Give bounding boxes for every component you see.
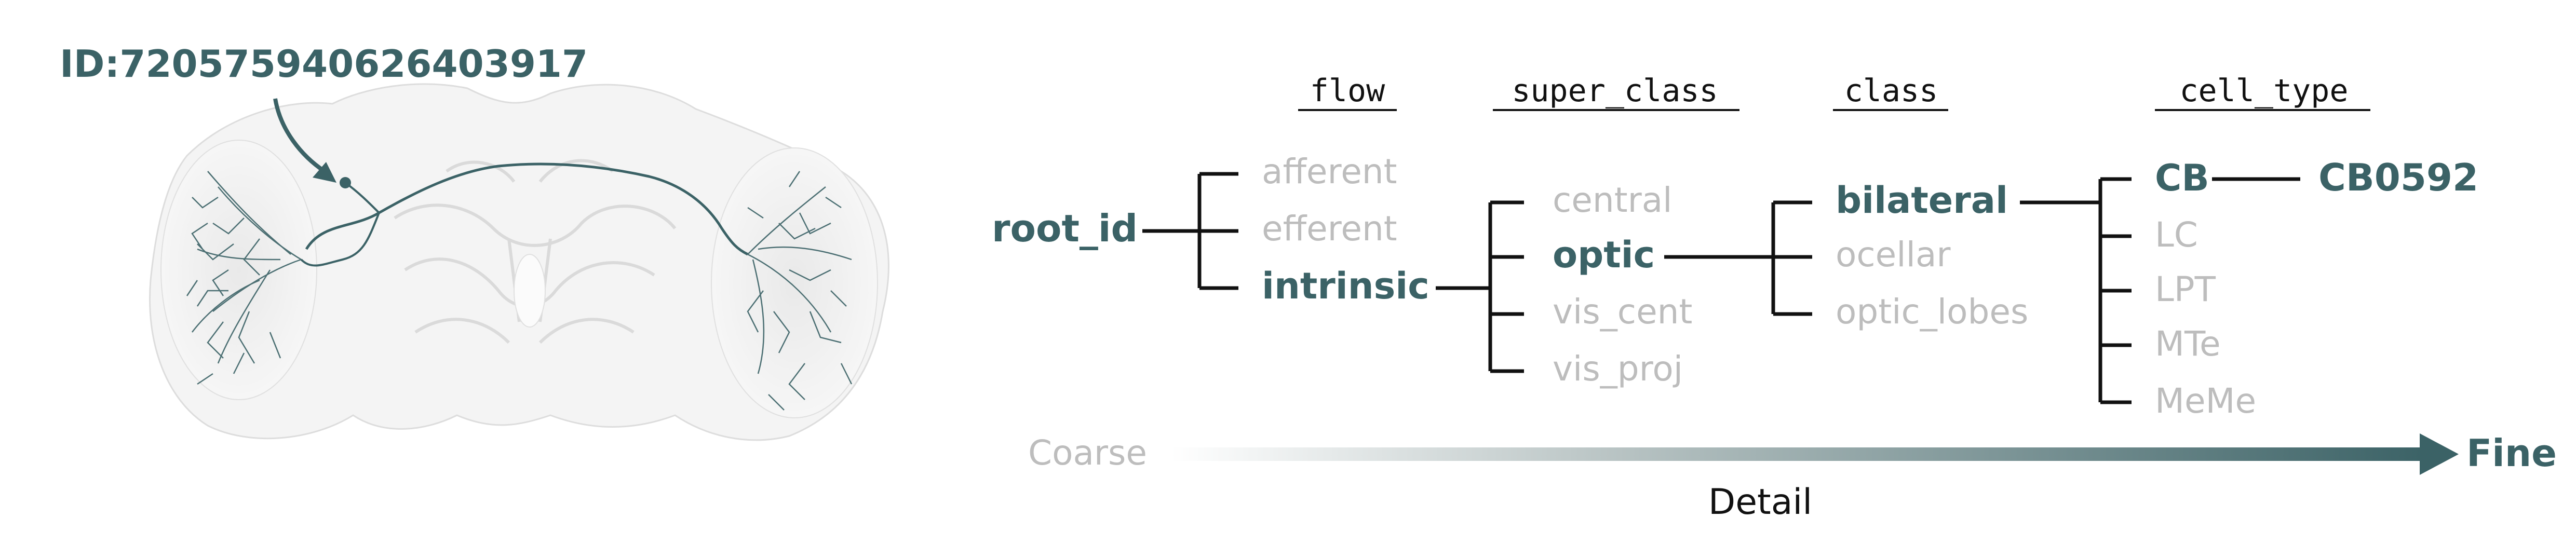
cell-type-item-cb: CB bbox=[2155, 157, 2209, 199]
header-class: class bbox=[1844, 73, 1938, 109]
coarse-label: Coarse bbox=[1028, 433, 1147, 473]
super-class-item-vis-proj: vis_proj bbox=[1553, 349, 1683, 389]
brain-render bbox=[149, 83, 889, 441]
id-pointer-arrowhead bbox=[313, 162, 336, 183]
left-arbor bbox=[186, 171, 302, 385]
class-item-bilateral: bilateral bbox=[1836, 179, 2008, 222]
right-arbor bbox=[747, 171, 853, 411]
fine-label: Fine bbox=[2466, 431, 2557, 475]
soma-neurite bbox=[344, 182, 380, 214]
super-class-item-central: central bbox=[1553, 180, 1673, 220]
leaf-node-cb0592: CB0592 bbox=[2318, 156, 2478, 199]
id-pointer-arrow bbox=[273, 98, 326, 173]
flow-item-efferent: efferent bbox=[1262, 209, 1397, 249]
class-item-optic-lobes: optic_lobes bbox=[1836, 292, 2028, 332]
cell-type-item-lc: LC bbox=[2155, 215, 2198, 255]
detail-gradient-bar bbox=[1171, 447, 2427, 461]
flow-item-intrinsic: intrinsic bbox=[1262, 265, 1429, 307]
detail-arrowhead bbox=[2420, 433, 2459, 475]
hierarchy-tree: flow super_class class cell_type root_id bbox=[992, 73, 2478, 421]
right-optic-lobe bbox=[711, 147, 878, 418]
detail-scale: Coarse Fine Detail bbox=[1028, 431, 2557, 523]
cell-type-item-lpt: LPT bbox=[2155, 269, 2216, 309]
neuron-projection-left bbox=[300, 212, 380, 267]
brain-outline bbox=[149, 83, 889, 441]
tree-connectors bbox=[1142, 172, 2300, 404]
flow-item-afferent: afferent bbox=[1262, 152, 1397, 192]
cell-type-item-mte: MTe bbox=[2155, 324, 2221, 364]
neuron-id-label: ID:720575940626403917 bbox=[60, 42, 588, 86]
header-cell-type: cell_type bbox=[2179, 73, 2348, 109]
cell-type-item-meme: MeMe bbox=[2155, 381, 2256, 421]
left-optic-lobe bbox=[160, 140, 317, 400]
class-item-ocellar: ocellar bbox=[1836, 235, 1951, 275]
root-node: root_id bbox=[992, 207, 1138, 250]
esophagus-hole bbox=[514, 254, 546, 328]
super-class-item-optic: optic bbox=[1553, 234, 1655, 276]
detail-axis-label: Detail bbox=[1708, 482, 1812, 523]
super-class-item-vis-cent: vis_cent bbox=[1553, 292, 1692, 332]
header-flow: flow bbox=[1310, 73, 1385, 109]
header-super-class: super_class bbox=[1512, 73, 1718, 109]
neuron-projection bbox=[305, 162, 749, 256]
